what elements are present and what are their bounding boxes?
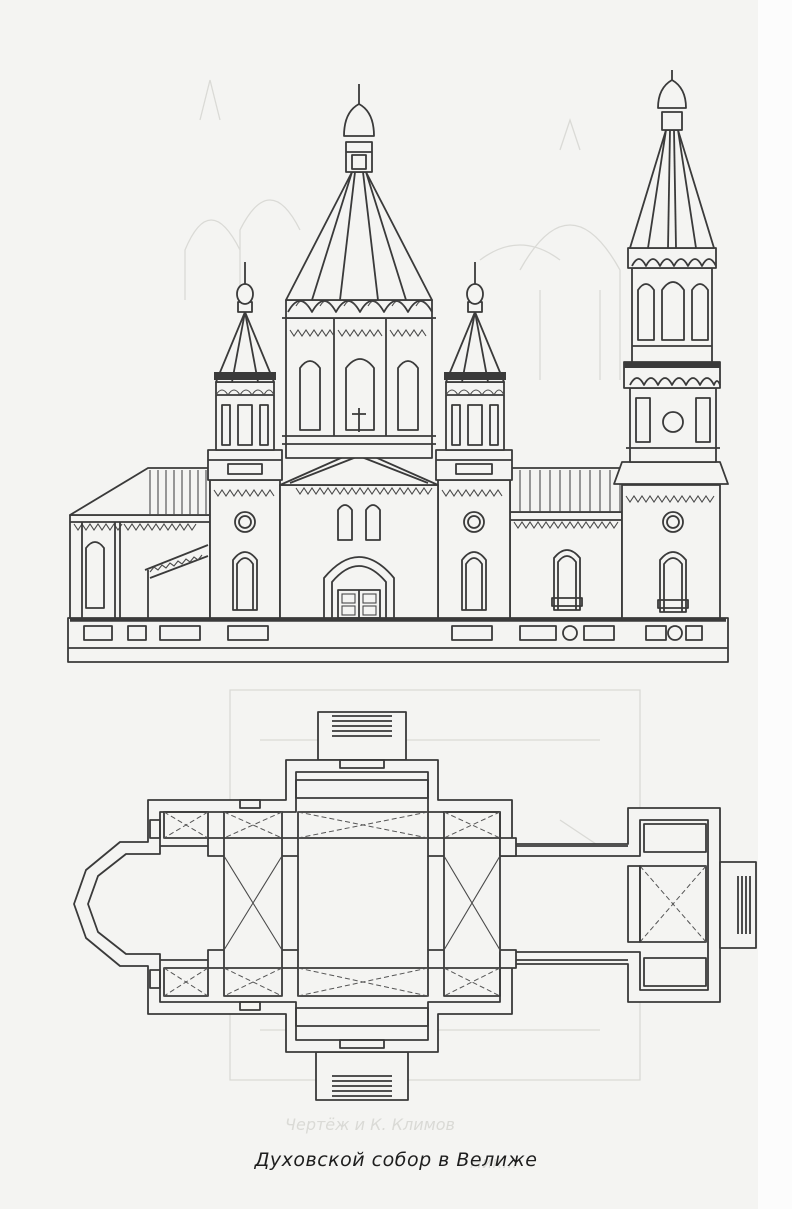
left-corner-tower: [207, 262, 283, 619]
south-porch: [315, 1051, 409, 1101]
bell-tower-plan: [627, 823, 707, 987]
show-through-line-1: Чертёж и К. Климов: [285, 1115, 455, 1134]
west-porch: [719, 861, 757, 949]
north-porch: [317, 711, 407, 761]
bell-tower: [613, 70, 729, 619]
right-corner-tower: [435, 262, 513, 619]
floor-plan: [73, 711, 757, 1101]
show-through-line-2: Ник...: [470, 1153, 517, 1172]
central-drum: [282, 84, 436, 459]
facade-elevation: [67, 70, 729, 663]
pillars: [207, 837, 517, 969]
figure-caption: Духовской собор в Велиже: [254, 1149, 538, 1171]
apse-wing: [69, 467, 211, 619]
plinth: [67, 617, 729, 663]
page-edge: [758, 0, 792, 1209]
central-block: [279, 449, 439, 619]
refectory-wing: [509, 467, 631, 619]
vault-bays: [149, 759, 501, 1049]
